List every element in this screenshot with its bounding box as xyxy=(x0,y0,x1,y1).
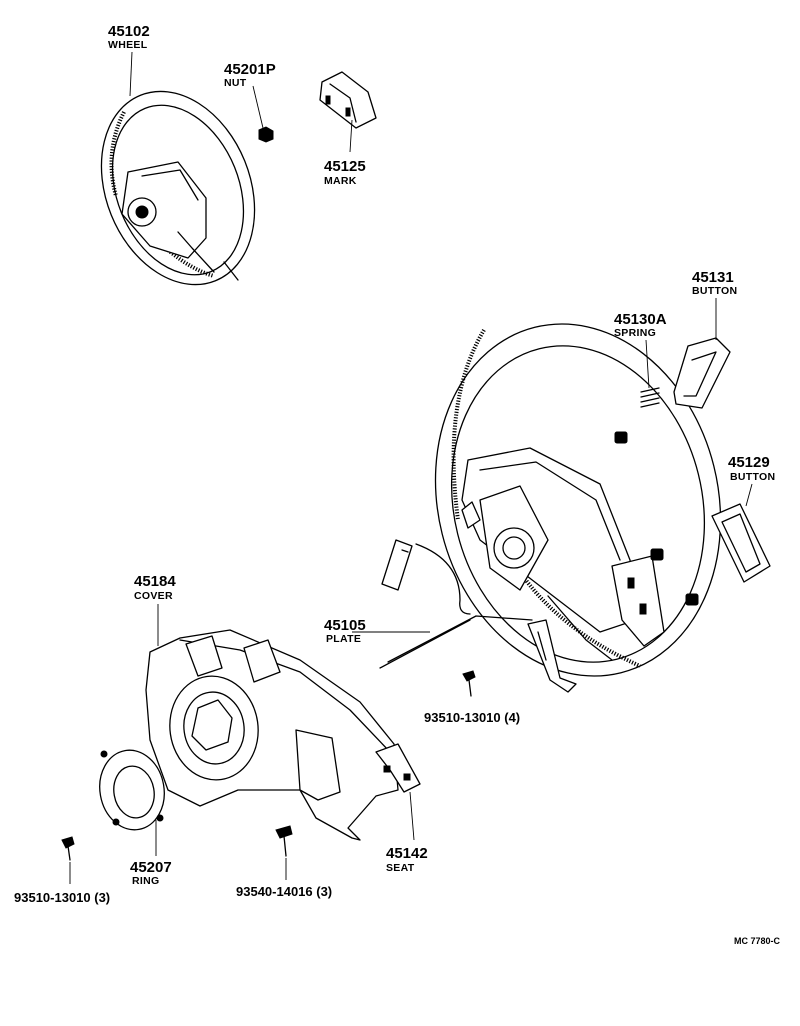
label-cover-name: COVER xyxy=(134,590,173,602)
label-mark-number: 45125 xyxy=(324,158,366,175)
label-ring-name: RING xyxy=(132,875,159,887)
screw-center xyxy=(462,670,476,697)
cover-part xyxy=(145,604,399,841)
label-spring-name: SPRING xyxy=(614,327,656,339)
label-seat-name: SEAT xyxy=(386,862,415,874)
label-plate-name: PLATE xyxy=(326,633,361,645)
figure-reference: MC 7780-C xyxy=(734,936,781,946)
steering-wheel-main xyxy=(434,323,722,677)
label-nut-number: 45201P xyxy=(224,61,276,78)
screw-bottom xyxy=(275,825,293,880)
label-screw-left: 93510-13010 (3) xyxy=(14,890,110,905)
label-wheel-name: WHEEL xyxy=(108,39,148,51)
label-spring-number: 45130A xyxy=(614,311,667,328)
plate-cable-part xyxy=(352,539,577,693)
label-wheel-number: 45102 xyxy=(108,23,150,40)
label-plate-number: 45105 xyxy=(324,617,366,634)
label-screw-bottom: 93540-14016 (3) xyxy=(236,884,332,899)
label-button-side-number: 45129 xyxy=(728,454,770,471)
label-button-top-name: BUTTON xyxy=(692,285,737,297)
steering-wheel-top xyxy=(100,90,256,286)
label-cover-number: 45184 xyxy=(134,573,176,590)
label-mark-name: MARK xyxy=(324,175,357,187)
spring-part xyxy=(640,339,660,408)
nut-part xyxy=(252,85,274,143)
ring-part xyxy=(99,749,165,856)
label-button-side-name: BUTTON xyxy=(730,471,775,483)
leader-wheel xyxy=(129,51,133,97)
mark-part xyxy=(319,71,377,153)
label-button-top-number: 45131 xyxy=(692,269,734,286)
label-screw-center: 93510-13010 (4) xyxy=(424,710,520,725)
label-nut-name: NUT xyxy=(224,77,247,89)
screw-left xyxy=(61,836,75,884)
label-ring-number: 45207 xyxy=(130,859,172,876)
seat-part xyxy=(375,743,421,841)
button-side-part xyxy=(711,483,771,583)
button-top-part xyxy=(673,298,731,409)
label-seat-number: 45142 xyxy=(386,845,428,862)
